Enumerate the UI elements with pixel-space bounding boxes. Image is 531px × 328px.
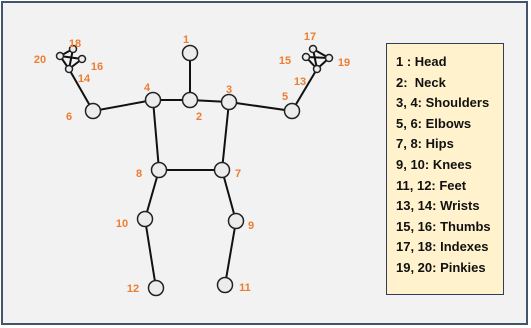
joint-4-shoulder [144, 91, 162, 109]
joint-7-hip [213, 161, 231, 179]
joint-label-17: 17 [304, 31, 316, 43]
joint-19-pinky [324, 53, 334, 63]
bone-7-9 [221, 169, 237, 222]
bone-4-6 [92, 99, 154, 112]
joint-label-7: 7 [235, 168, 241, 180]
legend-item-shoulders: 3, 4: Shoulders [396, 95, 490, 111]
joint-label-20: 20 [34, 54, 46, 66]
joint-13-wrist [312, 64, 322, 74]
joint-10-knee [136, 210, 154, 228]
joint-14-wrist [64, 64, 74, 74]
joint-label-2: 2 [196, 111, 202, 123]
joint-label-6: 6 [66, 111, 72, 123]
legend-item-knees: 9, 10: Knees [396, 156, 472, 172]
legend-item-indexes: 17, 18: Indexes [396, 239, 489, 255]
bone-10-12 [144, 218, 157, 289]
bone-4-8 [152, 99, 160, 171]
joint-18-index [68, 44, 78, 54]
joint-label-3: 3 [226, 84, 232, 96]
joint-label-14: 14 [78, 73, 91, 85]
joint-label-12: 12 [127, 283, 139, 295]
joint-label-13: 13 [294, 76, 306, 88]
legend-box: 1 : Head 2: Neck 3, 4: Shoulders 5, 6: E… [386, 43, 504, 295]
joint-15-thumb [301, 52, 311, 62]
joint-label-15: 15 [279, 55, 291, 67]
joint-1-head [181, 44, 199, 62]
bone-3-5 [228, 101, 293, 112]
legend-item-thumbs: 15, 16: Thumbs [396, 218, 491, 234]
legend-item-elbows: 5, 6: Elbows [396, 115, 472, 131]
joint-label-11: 11 [239, 282, 251, 294]
legend-item-neck: 2: Neck [396, 74, 446, 90]
joint-label-10: 10 [116, 218, 128, 230]
joint-label-5: 5 [282, 91, 288, 103]
joint-label-18: 18 [69, 38, 81, 50]
joint-label-1: 1 [183, 34, 189, 46]
legend-item-pinkies: 19, 20: Pinkies [396, 259, 486, 275]
joint-11-foot [216, 276, 234, 294]
legend-item-wrists: 13, 14: Wrists [396, 198, 480, 214]
bone-3-7 [221, 101, 230, 171]
joint-8-hip [150, 161, 168, 179]
joint-9-knee [227, 212, 245, 230]
legend-item-hips: 7, 8: Hips [396, 136, 454, 152]
joint-label-19: 19 [338, 57, 350, 69]
legend-item-feet: 11, 12: Feet [396, 177, 467, 193]
joint-16-thumb [77, 54, 87, 64]
bone-8-10 [144, 169, 160, 220]
joint-17-index [308, 44, 318, 54]
joint-label-8: 8 [136, 168, 142, 180]
joint-label-4: 4 [144, 82, 151, 94]
joint-20-pinky [55, 51, 65, 61]
joint-3-shoulder [220, 93, 238, 111]
joint-12-foot [147, 279, 165, 297]
joint-2-neck [181, 91, 199, 109]
joint-label-9: 9 [248, 220, 254, 232]
legend-item-head: 1 : Head [396, 54, 447, 69]
joint-label-16: 16 [91, 61, 103, 73]
bone-9-11 [224, 220, 237, 286]
joint-5-elbow [283, 102, 301, 120]
joint-6-elbow [84, 102, 102, 120]
